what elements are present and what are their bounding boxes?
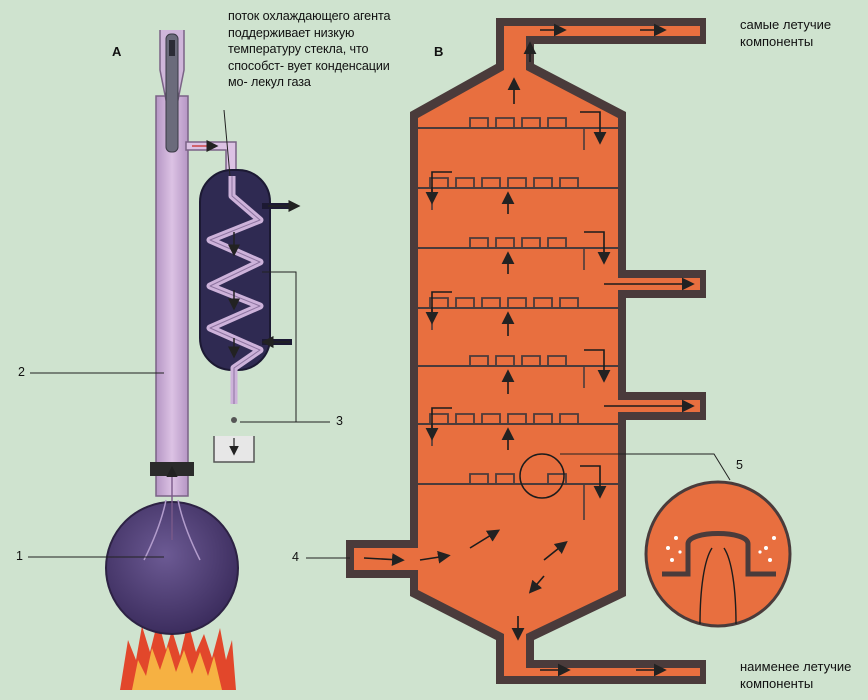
fractionating-tube	[155, 95, 189, 497]
panel-b-letter: B	[434, 44, 444, 59]
top-output-line2: компоненты	[740, 34, 814, 49]
flow-arrows	[363, 23, 695, 677]
marker-5: 5	[736, 458, 743, 472]
leaders-b	[306, 453, 731, 559]
burner-flame	[120, 620, 236, 690]
coolant-note: поток охлаждающего агента поддерживает н…	[228, 9, 391, 89]
thermometer	[165, 33, 179, 153]
top-output-label: самые летучие компоненты	[740, 16, 831, 50]
column-b	[346, 18, 706, 684]
panel-a-letter: A	[112, 44, 122, 59]
leaders-a	[28, 109, 330, 558]
marker-1: 1	[16, 549, 23, 563]
marker-4: 4	[292, 550, 299, 564]
bottom-output-line1: наименее летучие	[740, 659, 852, 674]
marker-3: 3	[336, 414, 343, 428]
marker-2: 2	[18, 365, 25, 379]
column-interior	[354, 26, 700, 676]
apparatus-a	[105, 30, 301, 690]
highlighted-cap	[519, 453, 565, 499]
bottom-output-line2: компоненты	[740, 676, 814, 691]
bubble-cap-inset	[644, 480, 792, 628]
top-output-line1: самые летучие	[740, 17, 832, 32]
bubble-caps	[429, 117, 579, 484]
bottom-output-label: наименее летучие компоненты	[740, 658, 851, 692]
